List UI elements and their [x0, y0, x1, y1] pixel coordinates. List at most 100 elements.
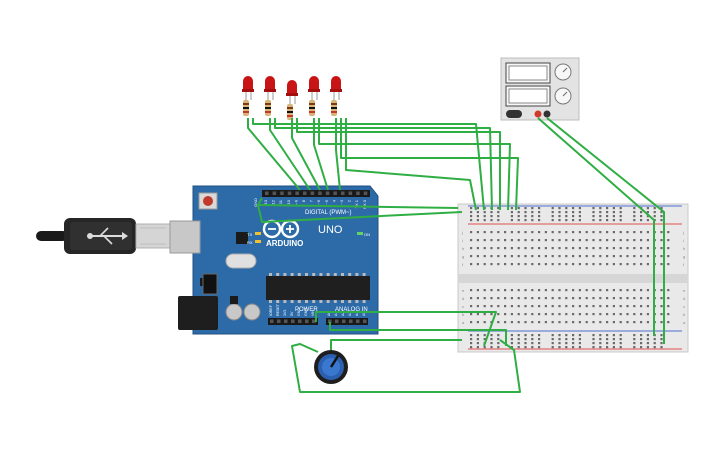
rail-hole[interactable] — [612, 211, 615, 214]
terminal-hole[interactable] — [565, 305, 568, 308]
rail-hole[interactable] — [490, 342, 493, 345]
terminal-hole[interactable] — [640, 239, 643, 242]
rail-hole[interactable] — [660, 207, 663, 210]
terminal-hole[interactable] — [558, 321, 561, 324]
wire-led4-bb[interactable] — [318, 118, 511, 211]
rail-hole[interactable] — [660, 215, 663, 218]
terminal-hole[interactable] — [646, 297, 649, 300]
terminal-hole[interactable] — [606, 321, 609, 324]
terminal-hole[interactable] — [640, 321, 643, 324]
rail-hole[interactable] — [510, 334, 513, 337]
terminal-hole[interactable] — [612, 239, 615, 242]
rail-hole[interactable] — [660, 334, 663, 337]
terminal-hole[interactable] — [517, 263, 520, 266]
rail-hole[interactable] — [612, 334, 615, 337]
rail-hole[interactable] — [524, 207, 527, 210]
terminal-hole[interactable] — [592, 255, 595, 258]
rail-hole[interactable] — [612, 346, 615, 349]
terminal-hole[interactable] — [572, 313, 575, 316]
terminal-hole[interactable] — [490, 313, 493, 316]
rail-hole[interactable] — [497, 334, 500, 337]
rail-hole[interactable] — [612, 342, 615, 345]
terminal-hole[interactable] — [524, 231, 527, 234]
terminal-hole[interactable] — [517, 313, 520, 316]
rail-hole[interactable] — [612, 338, 615, 341]
rail-hole[interactable] — [660, 219, 663, 222]
rail-hole[interactable] — [524, 346, 527, 349]
rail-hole[interactable] — [524, 219, 527, 222]
resistor-4[interactable] — [309, 100, 315, 116]
terminal-hole[interactable] — [660, 313, 663, 316]
terminal-hole[interactable] — [572, 297, 575, 300]
terminal-hole[interactable] — [585, 255, 588, 258]
terminal-hole[interactable] — [619, 231, 622, 234]
digital-pin-hole[interactable] — [265, 191, 269, 196]
rail-hole[interactable] — [565, 334, 568, 337]
terminal-hole[interactable] — [470, 321, 473, 324]
digital-pin-hole[interactable] — [341, 191, 345, 196]
rail-hole[interactable] — [572, 219, 575, 222]
terminal-hole[interactable] — [551, 313, 554, 316]
power-pin-hole[interactable] — [291, 319, 295, 324]
rail-hole[interactable] — [619, 338, 622, 341]
rail-hole[interactable] — [640, 346, 643, 349]
terminal-hole[interactable] — [490, 247, 493, 250]
digital-pin-hole[interactable] — [325, 191, 330, 196]
rail-hole[interactable] — [538, 211, 541, 214]
rail-hole[interactable] — [653, 211, 656, 214]
terminal-hole[interactable] — [578, 313, 581, 316]
rail-hole[interactable] — [565, 207, 568, 210]
terminal-hole[interactable] — [470, 255, 473, 258]
terminal-hole[interactable] — [490, 297, 493, 300]
led-1[interactable] — [242, 76, 254, 100]
terminal-hole[interactable] — [640, 289, 643, 292]
terminal-hole[interactable] — [599, 289, 602, 292]
terminal-hole[interactable] — [585, 289, 588, 292]
terminal-hole[interactable] — [517, 239, 520, 242]
terminal-hole[interactable] — [551, 321, 554, 324]
terminal-hole[interactable] — [483, 321, 486, 324]
power-pin-hole[interactable] — [284, 319, 288, 324]
terminal-hole[interactable] — [551, 305, 554, 308]
potentiometer[interactable] — [314, 350, 348, 384]
terminal-hole[interactable] — [606, 289, 609, 292]
rail-hole[interactable] — [599, 215, 602, 218]
terminal-hole[interactable] — [483, 289, 486, 292]
rail-hole[interactable] — [490, 215, 493, 218]
terminal-hole[interactable] — [667, 239, 670, 242]
resistor-3[interactable] — [287, 104, 293, 120]
power-supply[interactable] — [500, 57, 580, 121]
terminal-hole[interactable] — [667, 321, 670, 324]
terminal-hole[interactable] — [606, 313, 609, 316]
terminal-hole[interactable] — [544, 247, 547, 250]
terminal-hole[interactable] — [510, 263, 513, 266]
terminal-hole[interactable] — [585, 297, 588, 300]
terminal-hole[interactable] — [599, 247, 602, 250]
rail-hole[interactable] — [619, 211, 622, 214]
terminal-hole[interactable] — [483, 255, 486, 258]
wire-led5-bb[interactable] — [340, 118, 519, 211]
terminal-hole[interactable] — [470, 305, 473, 308]
terminal-hole[interactable] — [524, 247, 527, 250]
terminal-hole[interactable] — [524, 297, 527, 300]
rail-hole[interactable] — [483, 346, 486, 349]
rail-hole[interactable] — [476, 219, 479, 222]
rail-hole[interactable] — [490, 211, 493, 214]
terminal-hole[interactable] — [578, 289, 581, 292]
terminal-hole[interactable] — [585, 239, 588, 242]
rail-hole[interactable] — [612, 215, 615, 218]
terminal-hole[interactable] — [606, 297, 609, 300]
rail-hole[interactable] — [476, 338, 479, 341]
terminal-hole[interactable] — [524, 313, 527, 316]
terminal-hole[interactable] — [667, 255, 670, 258]
rail-hole[interactable] — [606, 219, 609, 222]
terminal-hole[interactable] — [592, 239, 595, 242]
terminal-hole[interactable] — [497, 255, 500, 258]
rail-hole[interactable] — [599, 334, 602, 337]
terminal-hole[interactable] — [599, 305, 602, 308]
wire-a0-bb[interactable] — [329, 322, 507, 346]
terminal-hole[interactable] — [599, 297, 602, 300]
rail-hole[interactable] — [606, 334, 609, 337]
terminal-hole[interactable] — [585, 247, 588, 250]
